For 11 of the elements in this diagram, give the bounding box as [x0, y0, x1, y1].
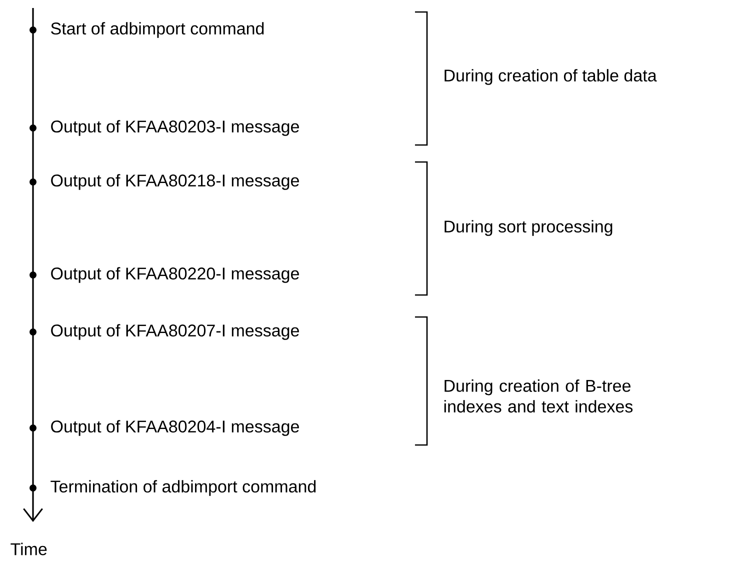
event-label: Output of KFAA80204-I message [51, 420, 299, 436]
event-label: Output of KFAA80218-I message [51, 174, 299, 190]
event-label: Output of KFAA80207-I message [51, 324, 299, 340]
axis-label: Time [10, 542, 47, 556]
event-label: Output of KFAA80203-I message [51, 120, 299, 136]
phase-label: During sort processing [444, 220, 612, 236]
event-label: Termination of adbimport command [50, 480, 316, 496]
phase-label: During creation of B-tree indexes and text indexes [444, 379, 633, 413]
event-label: Start of adbimport command [51, 22, 264, 38]
event-label: Output of KFAA80220-I message [51, 267, 299, 283]
phase-label: During creation of table data [444, 69, 657, 85]
